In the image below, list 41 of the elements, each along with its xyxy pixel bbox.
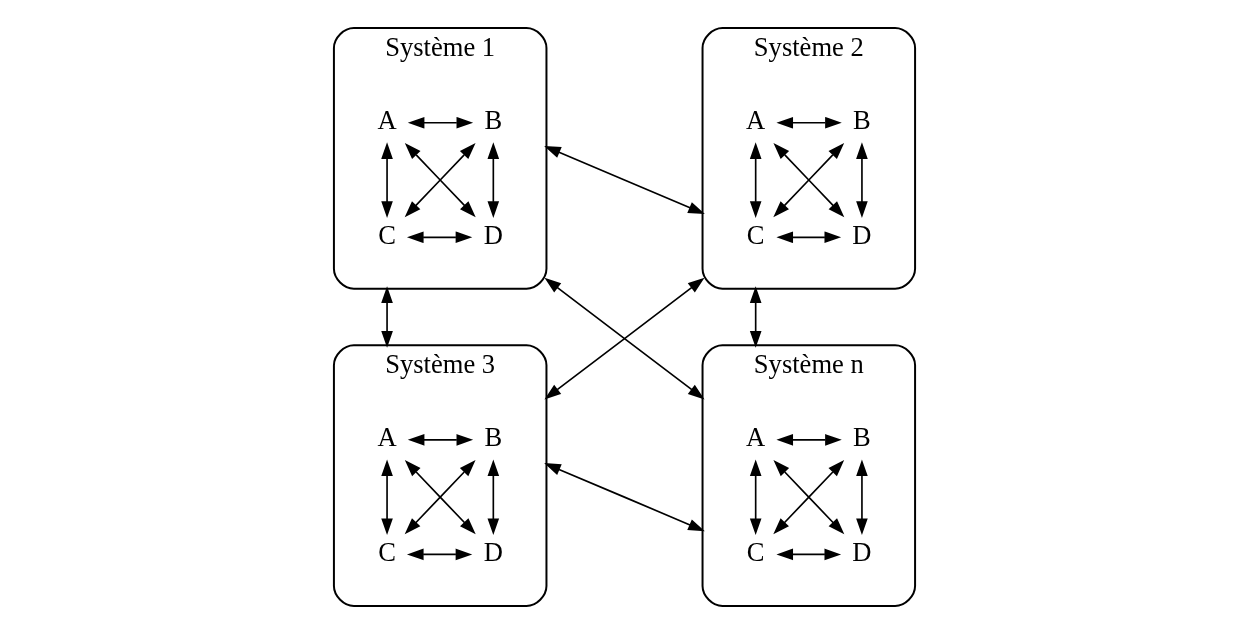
node-text: A [745, 422, 765, 453]
arrow [772, 460, 844, 535]
arrow [404, 460, 476, 535]
node-text: A [376, 422, 397, 453]
node-text: C [746, 219, 765, 250]
node-text: D [851, 219, 872, 250]
node-text: D [483, 536, 503, 567]
arrow [749, 286, 761, 348]
arrow [404, 143, 476, 218]
arrow [772, 143, 844, 218]
node-text: B [852, 422, 871, 453]
node-text: A [745, 105, 765, 136]
arrow [749, 142, 761, 218]
arrow [775, 434, 842, 446]
arrow [749, 459, 761, 536]
node-text: B [483, 105, 502, 136]
arrow [855, 142, 868, 218]
arrow [380, 142, 393, 218]
arrow [775, 116, 842, 129]
node-text: D [483, 219, 503, 250]
arrow [775, 548, 841, 561]
arrow [406, 548, 472, 561]
arrow [855, 459, 868, 536]
node-text: B [483, 422, 502, 453]
arrow [543, 145, 705, 215]
node-text: C [377, 219, 396, 250]
node-text: D [851, 536, 872, 567]
arrow [487, 459, 499, 536]
node-text: C [746, 536, 765, 567]
node-text: A [376, 105, 397, 136]
node-text: B [852, 105, 871, 136]
arrow [775, 231, 841, 244]
node-text: C [377, 536, 396, 567]
arrow [543, 277, 705, 400]
arrow [543, 463, 705, 532]
arrow [380, 459, 393, 536]
arrow [406, 231, 472, 244]
arrow [380, 286, 393, 348]
arrow [407, 116, 473, 129]
arrow [487, 142, 499, 218]
arrow [407, 434, 473, 446]
